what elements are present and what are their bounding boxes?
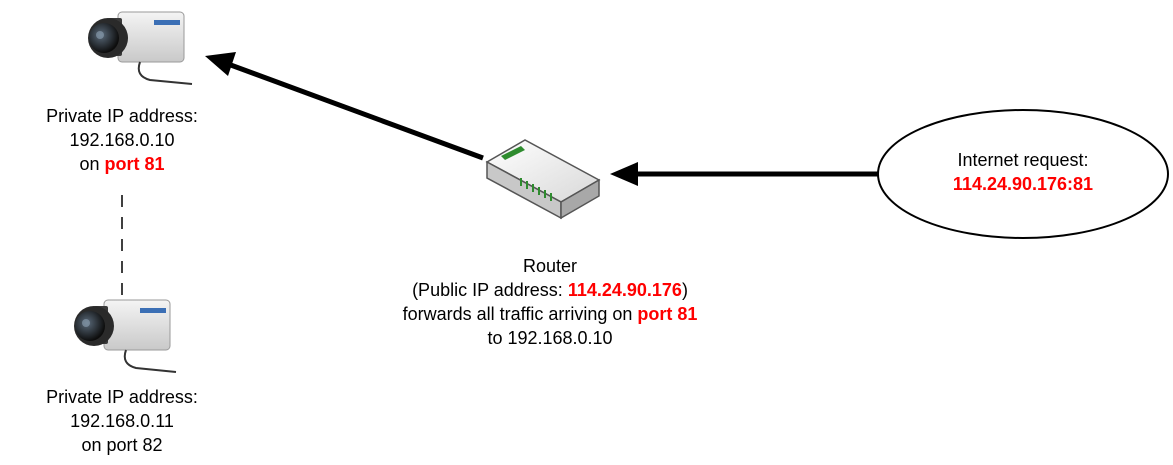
camera-1-port-line: on port 81 (0, 152, 244, 176)
router-public-ip-line: (Public IP address: 114.24.90.176) (290, 278, 810, 302)
camera-1-line1: Private IP address: (46, 106, 198, 126)
internet-request-address: 114.24.90.176:81 (952, 174, 1094, 194)
router-forward-line: forwards all traffic arriving on port 81 (290, 302, 810, 326)
camera-1-port: port 81 (104, 154, 165, 174)
camera-2-ip: 192.168.0.11 (70, 411, 174, 431)
camera-1-icon (88, 11, 193, 85)
internet-request-label: Internet request: 114.24.90.176:81 (903, 148, 1143, 196)
router-forward-prefix: forwards all traffic arriving on (402, 304, 638, 324)
router-public-ip-prefix: (Public IP address: (412, 280, 568, 300)
camera-2-port-line: on port 82 (81, 435, 163, 455)
router-label: Router (Public IP address: 114.24.90.176… (290, 254, 810, 350)
camera-2-icon (74, 299, 177, 373)
internet-request-bubble (877, 109, 1169, 239)
camera-1-port-prefix: on (79, 154, 105, 174)
router-public-ip-suffix: ) (681, 280, 688, 300)
camera-1-label: Private IP address: 192.168.0.10 on port… (0, 104, 244, 176)
internet-to-router-arrowhead (610, 162, 638, 186)
router-to-camera-arrowhead (205, 52, 236, 76)
router-to-camera-arrow (227, 61, 484, 161)
camera-2-line1: Private IP address: (46, 387, 198, 407)
router-public-ip: 114.24.90.176 (567, 280, 682, 300)
internet-request-title: Internet request: (957, 150, 1089, 170)
router-title: Router (522, 256, 578, 276)
router-forward-port: port 81 (637, 304, 698, 324)
router-forward-target: to 192.168.0.10 (487, 328, 613, 348)
camera-1-ip: 192.168.0.10 (69, 130, 175, 150)
router-icon (485, 139, 601, 220)
camera-2-label: Private IP address: 192.168.0.11 on port… (0, 385, 244, 457)
